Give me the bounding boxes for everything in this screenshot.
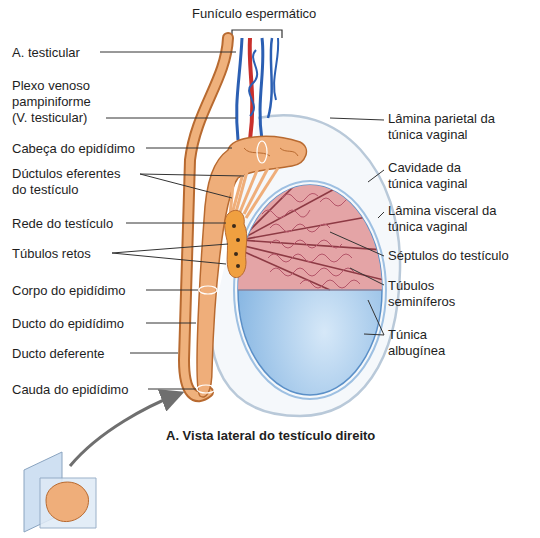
orientation-inset: [46, 482, 89, 522]
testis: [262, 193, 360, 288]
figure-caption: A. Vista lateral do testículo direito: [166, 428, 375, 444]
testis: [320, 198, 356, 206]
leader-lines: [146, 290, 198, 291]
leader-lines: [148, 389, 196, 390]
rete-testis: [232, 224, 236, 228]
cord-bracket: [232, 30, 282, 38]
part-label: Cabeça do epidídimo: [12, 141, 135, 157]
rete-testis: [225, 168, 278, 278]
testis: [240, 250, 330, 290]
testis: [236, 289, 390, 290]
leader-lines: [330, 118, 384, 120]
leader-lines: [368, 170, 384, 182]
cord-vessels: [274, 38, 278, 100]
testis: [268, 254, 352, 262]
rete-testis: [232, 224, 240, 268]
epididymis: [199, 286, 217, 294]
leader-lines: [100, 52, 236, 53]
cord-vessels: [268, 38, 272, 118]
epididymis: [197, 141, 267, 393]
leader-lines: [146, 323, 196, 324]
cord-vessels: [260, 38, 263, 140]
testis: [240, 215, 378, 240]
rete-testis: [236, 238, 240, 242]
orientation-inset: [40, 478, 96, 528]
orientation-inset: [24, 395, 176, 532]
rete-testis: [246, 168, 278, 218]
part-label: Ducto do epidídimo: [12, 316, 124, 332]
leader-lines: [112, 244, 228, 253]
orientation-inset: [70, 395, 176, 466]
leader-lines: [100, 52, 384, 389]
leader-lines: [368, 300, 384, 335]
leader-lines: [364, 334, 384, 335]
part-label: Plexo venoso pampiniforme (V. testicular…: [12, 78, 104, 126]
leader-lines: [330, 232, 384, 256]
part-label: Dúctulos eferentes do testículo: [12, 166, 136, 198]
testis: [240, 180, 384, 290]
testis: [282, 193, 318, 202]
testis: [270, 268, 354, 276]
epididymis: [197, 385, 215, 393]
part-label: Lâmina visceral da túnica vaginal: [388, 203, 528, 235]
cord-bracket: [232, 30, 282, 38]
testis: [240, 240, 384, 250]
testis: [270, 224, 330, 232]
part-label: Cauda do epidídimo: [12, 382, 128, 398]
part-label: Cavidade da túnica vaginal: [388, 160, 488, 192]
part-label: A. testicular: [12, 45, 80, 61]
epididymis: [257, 141, 267, 163]
leader-lines: [146, 148, 232, 149]
leader-lines: [378, 212, 384, 218]
region-label: Funículo espermático: [192, 6, 316, 22]
leader-lines: [350, 268, 384, 285]
part-label: Túbulos seminíferos: [388, 278, 478, 310]
cord-vessels: [237, 38, 242, 140]
part-label: Rede do testículo: [12, 216, 113, 232]
testis: [262, 210, 310, 218]
part-label: Corpo do epidídimo: [12, 283, 125, 299]
rete-testis: [234, 252, 238, 256]
rete-testis: [230, 174, 234, 216]
leader-lines: [140, 174, 244, 176]
leader-lines: [106, 118, 236, 119]
cord-vessels: [237, 38, 279, 140]
part-label: Lâmina parietal da túnica vaginal: [388, 111, 528, 143]
testis: [270, 240, 342, 248]
leader-lines: [112, 253, 226, 264]
testis: [300, 280, 360, 288]
part-label: Séptulos do testículo: [388, 248, 509, 264]
leader-lines: [140, 174, 232, 198]
epididymis: [244, 148, 298, 156]
part-label: Túnica albugínea: [388, 327, 468, 359]
leader-lines: [130, 353, 178, 354]
rete-testis: [236, 264, 240, 268]
part-label: Túbulos retos: [12, 246, 91, 262]
testis: [234, 178, 390, 399]
part-label: Ducto deferente: [12, 346, 105, 362]
leader-lines: [126, 223, 226, 224]
cord-vessels: [249, 50, 257, 116]
